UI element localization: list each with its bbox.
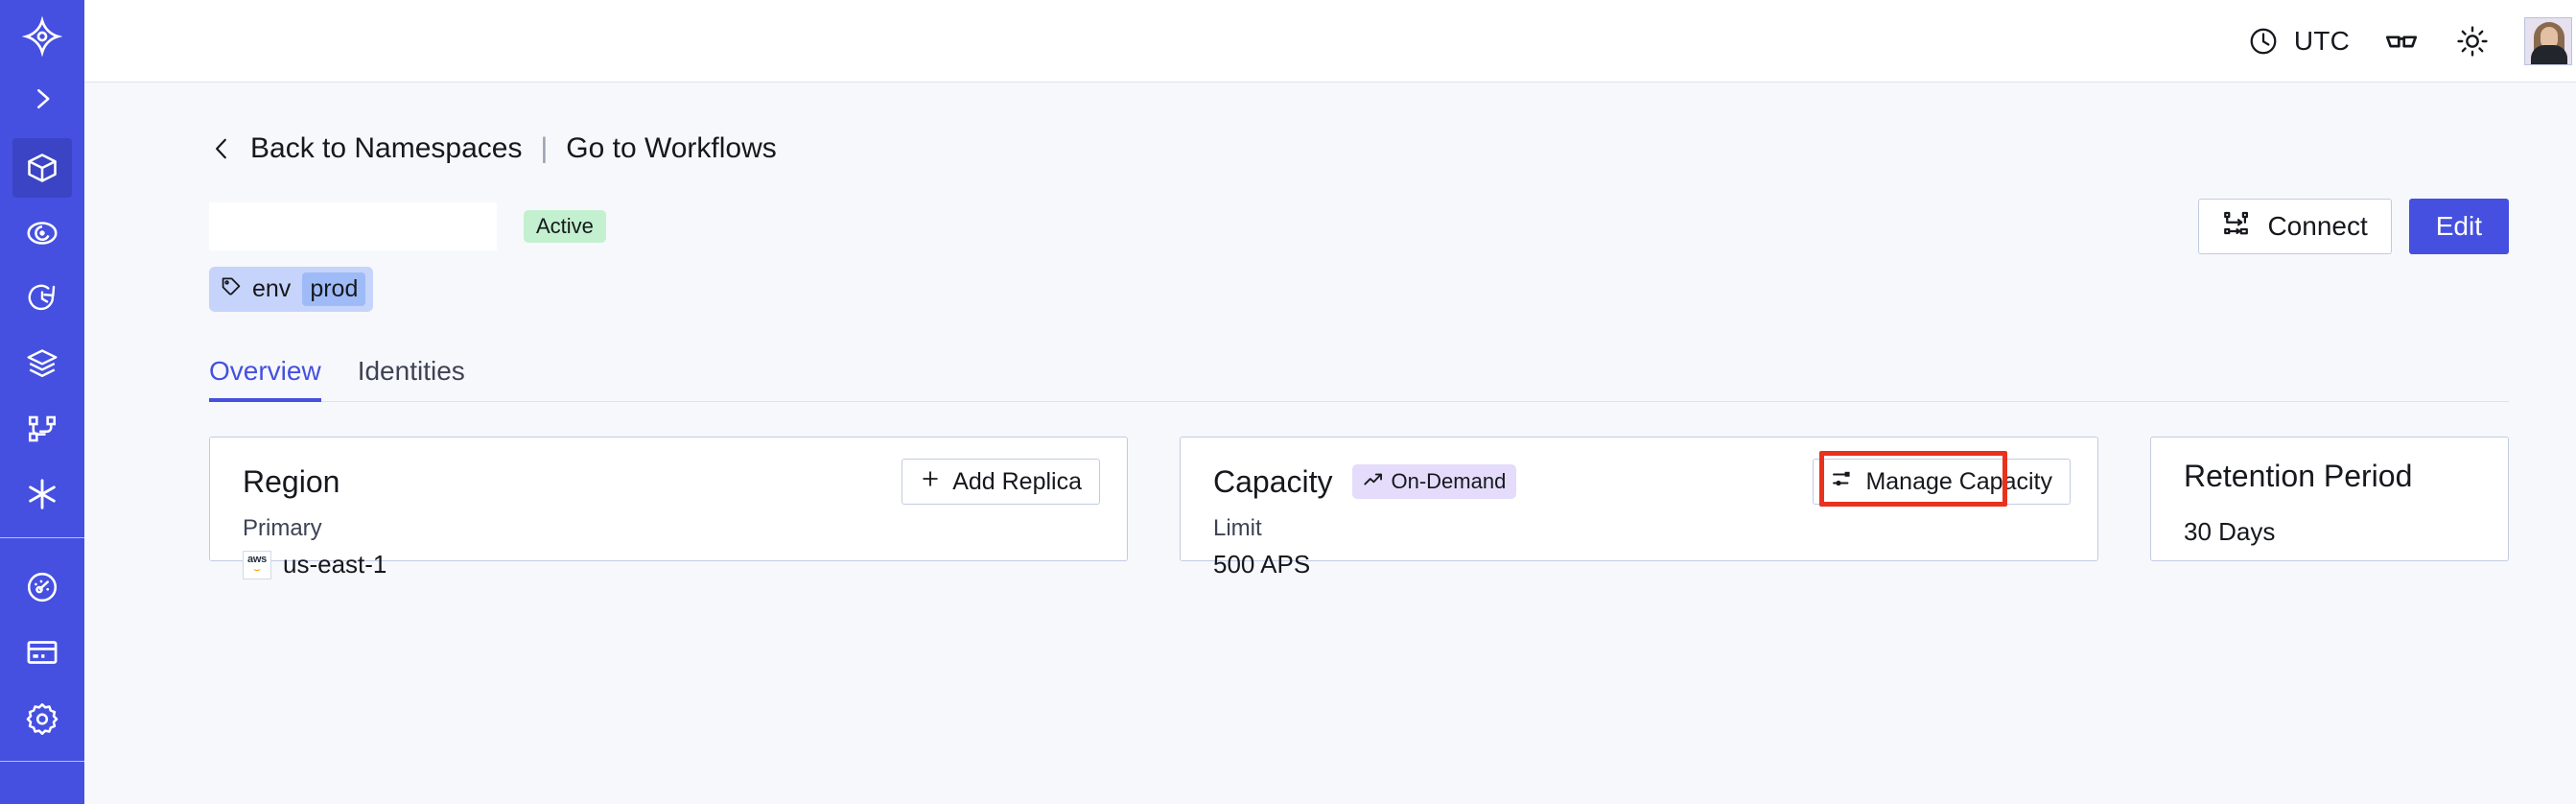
sidebar-item-workflows[interactable] — [12, 399, 72, 459]
tab-identities[interactable]: Identities — [357, 356, 465, 386]
region-value: us-east-1 — [283, 550, 387, 579]
add-replica-button[interactable]: Add Replica — [902, 459, 1100, 505]
breadcrumb-separator: | — [540, 132, 549, 164]
page-title — [209, 202, 497, 250]
capacity-card-action: Manage Capacity — [1813, 459, 2071, 505]
avatar-face — [2541, 26, 2558, 49]
temporal-logo-icon[interactable] — [12, 10, 72, 63]
connect-flow-icon — [2222, 209, 2251, 245]
sidebar-item-layers[interactable] — [12, 334, 72, 393]
capacity-card: Capacity On-Demand — [1180, 437, 2098, 579]
region-value-row: aws ⌣ us-east-1 — [243, 550, 1100, 579]
sidebar-item-integrations[interactable] — [12, 464, 72, 524]
tab-overview[interactable]: Overview — [209, 356, 321, 402]
tag-key: env — [252, 275, 292, 302]
manage-capacity-label: Manage Capacity — [1865, 467, 2052, 495]
tab-bar: Overview Identities — [209, 346, 2509, 402]
avatar[interactable] — [2524, 16, 2572, 65]
retention-card: Retention Period 30 Days — [2150, 437, 2509, 561]
sidebar-item-observability[interactable] — [12, 203, 72, 263]
sidebar-divider-2 — [0, 761, 84, 762]
breadcrumb-back-link[interactable]: Back to Namespaces — [250, 132, 523, 164]
aws-swoosh: ⌣ — [253, 562, 261, 576]
trending-up-icon — [1363, 469, 1384, 494]
header-actions: Connect Edit — [2198, 199, 2509, 254]
retention-value: 30 Days — [2184, 517, 2276, 546]
plus-icon — [920, 468, 941, 496]
topbar-actions: UTC — [2244, 16, 2572, 65]
manage-capacity-button[interactable]: Manage Capacity — [1813, 459, 2071, 505]
page-content: Back to Namespaces | Go to Workflows Act… — [84, 83, 2576, 804]
capacity-card-title: Capacity — [1213, 463, 1333, 499]
sidebar — [0, 0, 84, 804]
sidebar-item-namespaces[interactable] — [12, 138, 72, 198]
tag-value: prod — [302, 272, 366, 306]
edit-button[interactable]: Edit — [2408, 199, 2509, 254]
timezone-label: UTC — [2293, 25, 2350, 56]
sidebar-item-settings[interactable] — [12, 688, 72, 747]
capacity-value: 500 APS — [1213, 550, 1311, 579]
on-demand-badge: On-Demand — [1351, 464, 1517, 499]
chevron-left-icon[interactable] — [209, 132, 234, 165]
sidebar-item-billing[interactable] — [12, 623, 72, 682]
retention-card-header: Retention Period — [2184, 459, 2481, 494]
namespace-title-row: Active — [209, 199, 2509, 254]
on-demand-label: On-Demand — [1391, 469, 1507, 493]
region-card-header: Region Add Replica — [243, 459, 1100, 505]
region-card: Region Add Replica — [209, 437, 1128, 579]
chevron-right-icon[interactable] — [12, 69, 72, 129]
glasses-icon[interactable] — [2382, 22, 2421, 60]
region-primary-label: Primary — [243, 515, 322, 541]
capacity-limit-label: Limit — [1213, 515, 1262, 541]
region-card-title: Region — [243, 463, 340, 499]
tag-icon — [220, 274, 243, 304]
aws-logo-text: aws — [247, 554, 267, 565]
main-area: UTC — [84, 0, 2576, 804]
retention-card-title: Retention Period — [2184, 459, 2413, 493]
topbar: UTC — [84, 0, 2576, 83]
aws-logo-icon: aws ⌣ — [243, 550, 271, 579]
sliders-icon — [1831, 467, 1854, 497]
sun-icon[interactable] — [2453, 22, 2492, 60]
sidebar-divider-1 — [0, 537, 84, 538]
sidebar-item-history[interactable] — [12, 269, 72, 328]
add-replica-label: Add Replica — [952, 467, 1082, 495]
clock-icon — [2244, 22, 2283, 60]
connect-button-label: Connect — [2267, 211, 2368, 241]
avatar-body — [2531, 44, 2567, 64]
breadcrumb: Back to Namespaces | Go to Workflows — [209, 132, 2509, 165]
capacity-card-header: Capacity On-Demand — [1213, 459, 2071, 505]
sidebar-item-usage[interactable] — [12, 557, 72, 617]
overview-cards: Region Add Replica — [209, 437, 2509, 579]
region-card-action: Add Replica — [902, 459, 1100, 505]
breadcrumb-workflows-link[interactable]: Go to Workflows — [566, 132, 777, 164]
connect-button[interactable]: Connect — [2198, 199, 2392, 254]
status-badge: Active — [524, 210, 606, 243]
namespace-tag[interactable]: env prod — [209, 267, 374, 312]
timezone-selector[interactable]: UTC — [2244, 22, 2350, 60]
tag-row: env prod — [209, 267, 2509, 312]
